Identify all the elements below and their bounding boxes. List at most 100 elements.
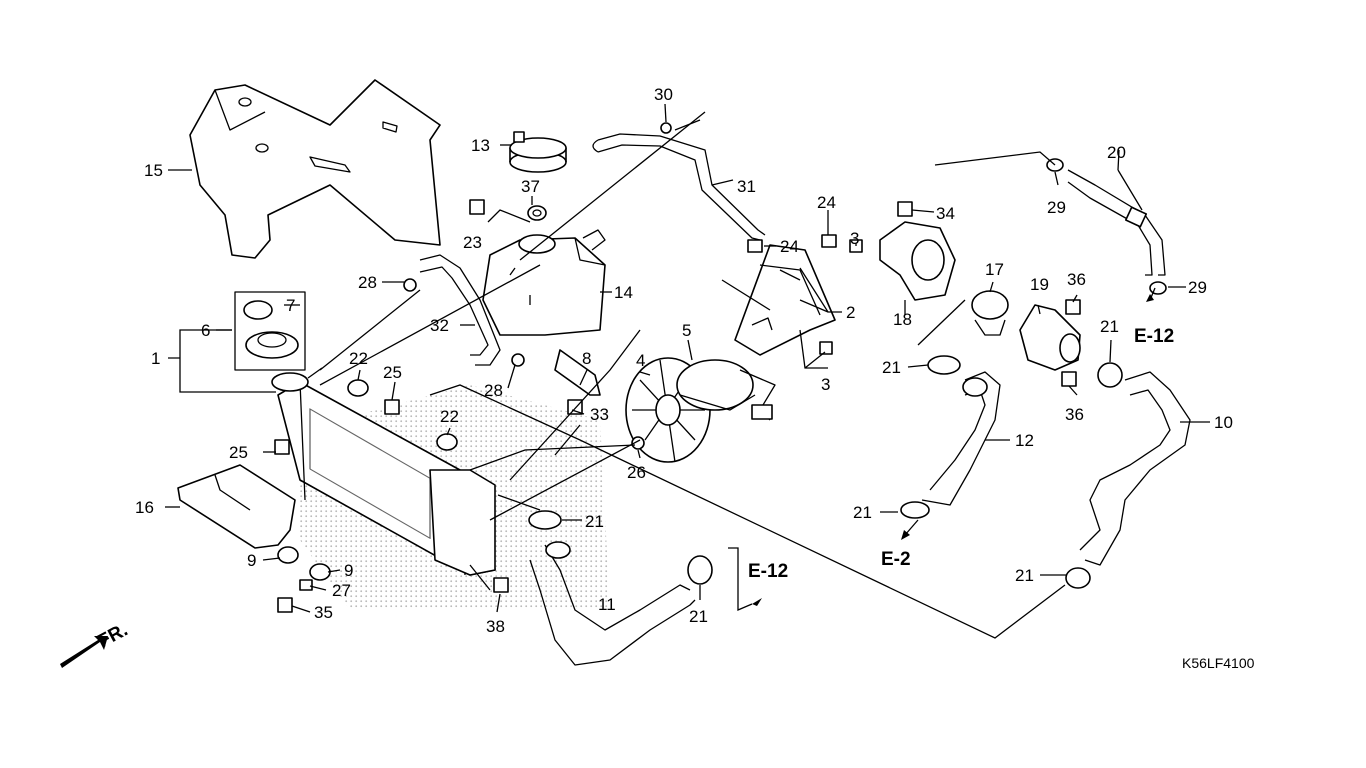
part-13-reservoir-cap — [509, 131, 567, 173]
callout-25a: 25 — [383, 363, 402, 382]
callout-22a: 22 — [349, 349, 368, 368]
part-30-clip — [660, 122, 672, 134]
part-19-thermostat-cover — [1019, 304, 1081, 371]
callout-21e: 21 — [853, 503, 872, 522]
callout-5: 5 — [682, 321, 691, 340]
part-17-thermostat — [971, 290, 1009, 336]
callout-37: 37 — [521, 177, 540, 196]
callout-13: 13 — [471, 136, 490, 155]
part-33-bolt — [567, 399, 583, 415]
callout-19: 19 — [1030, 275, 1049, 294]
callout-1: 1 — [151, 349, 160, 368]
part-16-guard-plate — [177, 464, 296, 549]
leader-lines — [165, 103, 1210, 613]
part-22b-grommet — [436, 433, 458, 451]
part-21d-clamp — [687, 555, 713, 585]
assembly-lines — [319, 111, 1066, 639]
callout-23: 23 — [463, 233, 482, 252]
part-14-reservoir-tank — [482, 229, 606, 336]
callout-21a: 21 — [882, 358, 901, 377]
callout-26: 26 — [627, 463, 646, 482]
part-1-radiator — [271, 367, 496, 576]
part-35-bolt — [277, 597, 293, 613]
front-arrow-icon — [60, 636, 108, 668]
part-21b-clamp — [1097, 362, 1123, 388]
front-direction-label: FR. — [94, 620, 131, 653]
callout-36b: 36 — [1065, 405, 1084, 424]
part-20-overflow-tube — [1067, 169, 1166, 276]
part-36b-bolt — [1061, 371, 1077, 387]
part-8-bracket — [554, 349, 601, 396]
part-38-nut — [493, 577, 509, 593]
callout-32: 32 — [430, 316, 449, 335]
part-21c-clamp — [528, 510, 562, 530]
callout-21c: 21 — [585, 512, 604, 531]
part-32-hose — [419, 254, 501, 366]
part-18-thermostat-housing — [879, 221, 956, 301]
ref-e2: E-2 — [881, 549, 911, 570]
part-29b-clip — [1149, 281, 1167, 295]
part-25b-nut — [274, 439, 290, 455]
callout-8: 8 — [582, 349, 591, 368]
callout-29b: 29 — [1188, 278, 1207, 297]
callout-6: 6 — [201, 321, 210, 340]
part-5-fan-motor — [676, 359, 776, 421]
callout-16: 16 — [135, 498, 154, 517]
callout-15: 15 — [144, 161, 163, 180]
part-9a-grommet — [277, 546, 299, 564]
callout-21b: 21 — [1100, 317, 1119, 336]
callout-12: 12 — [1015, 431, 1034, 450]
callout-30: 30 — [654, 85, 673, 104]
part-27-washer — [299, 579, 313, 591]
callout-10: 10 — [1214, 413, 1233, 432]
part-26-nut — [631, 436, 645, 450]
ref-e12-right: E-12 — [1134, 326, 1174, 347]
part-2-fan-shroud — [734, 244, 836, 356]
callout-24b: 24 — [780, 237, 799, 256]
ref-arrows — [60, 287, 1156, 668]
callout-20: 20 — [1107, 143, 1126, 162]
part-28a-clip — [403, 278, 417, 292]
callout-3a: 3 — [850, 229, 859, 248]
callout-17: 17 — [985, 260, 1004, 279]
diagram-code: K56LF4100 — [1182, 655, 1255, 671]
part-25a-nut — [384, 399, 400, 415]
callout-11: 11 — [598, 595, 616, 614]
callout-21f: 21 — [1015, 566, 1034, 585]
part-15-shroud — [189, 79, 441, 259]
callout-3b: 3 — [821, 375, 830, 394]
callout-22b: 22 — [440, 407, 459, 426]
callout-27: 27 — [332, 581, 351, 600]
callout-31: 31 — [737, 177, 756, 196]
part-9b-grommet — [309, 563, 331, 581]
part-36a-bolt — [1065, 299, 1081, 315]
callout-18: 18 — [893, 310, 912, 329]
callout-labels: 15 1 6 7 13 37 23 14 32 28 28 8 33 22 25… — [135, 85, 1233, 636]
callout-25b: 25 — [229, 443, 248, 462]
callout-34: 34 — [936, 204, 955, 223]
part-28b-clip — [511, 353, 525, 367]
callout-9b: 9 — [344, 561, 353, 580]
callout-9a: 9 — [247, 551, 256, 570]
callout-29a: 29 — [1047, 198, 1066, 217]
callout-2: 2 — [846, 303, 855, 322]
part-10-hose — [1079, 371, 1191, 566]
part-11-hose — [529, 541, 696, 666]
part-21a-clamp — [927, 355, 961, 375]
part-31-overflow-tube — [592, 133, 766, 241]
callout-21d: 21 — [689, 607, 708, 626]
part-3b-bolt — [819, 341, 833, 355]
part-34-bolt — [897, 201, 913, 217]
part-6-radiator-cap — [234, 291, 306, 371]
part-24b-bolt — [821, 234, 837, 248]
callout-14: 14 — [614, 283, 633, 302]
callout-36a: 36 — [1067, 270, 1086, 289]
part-24a-bolt — [747, 239, 763, 253]
callout-28a: 28 — [358, 273, 377, 292]
callout-28b: 28 — [484, 381, 503, 400]
part-37-seal — [527, 205, 547, 221]
ref-e12-center: E-12 — [748, 561, 788, 582]
callout-7: 7 — [286, 296, 295, 315]
callout-35: 35 — [314, 603, 333, 622]
